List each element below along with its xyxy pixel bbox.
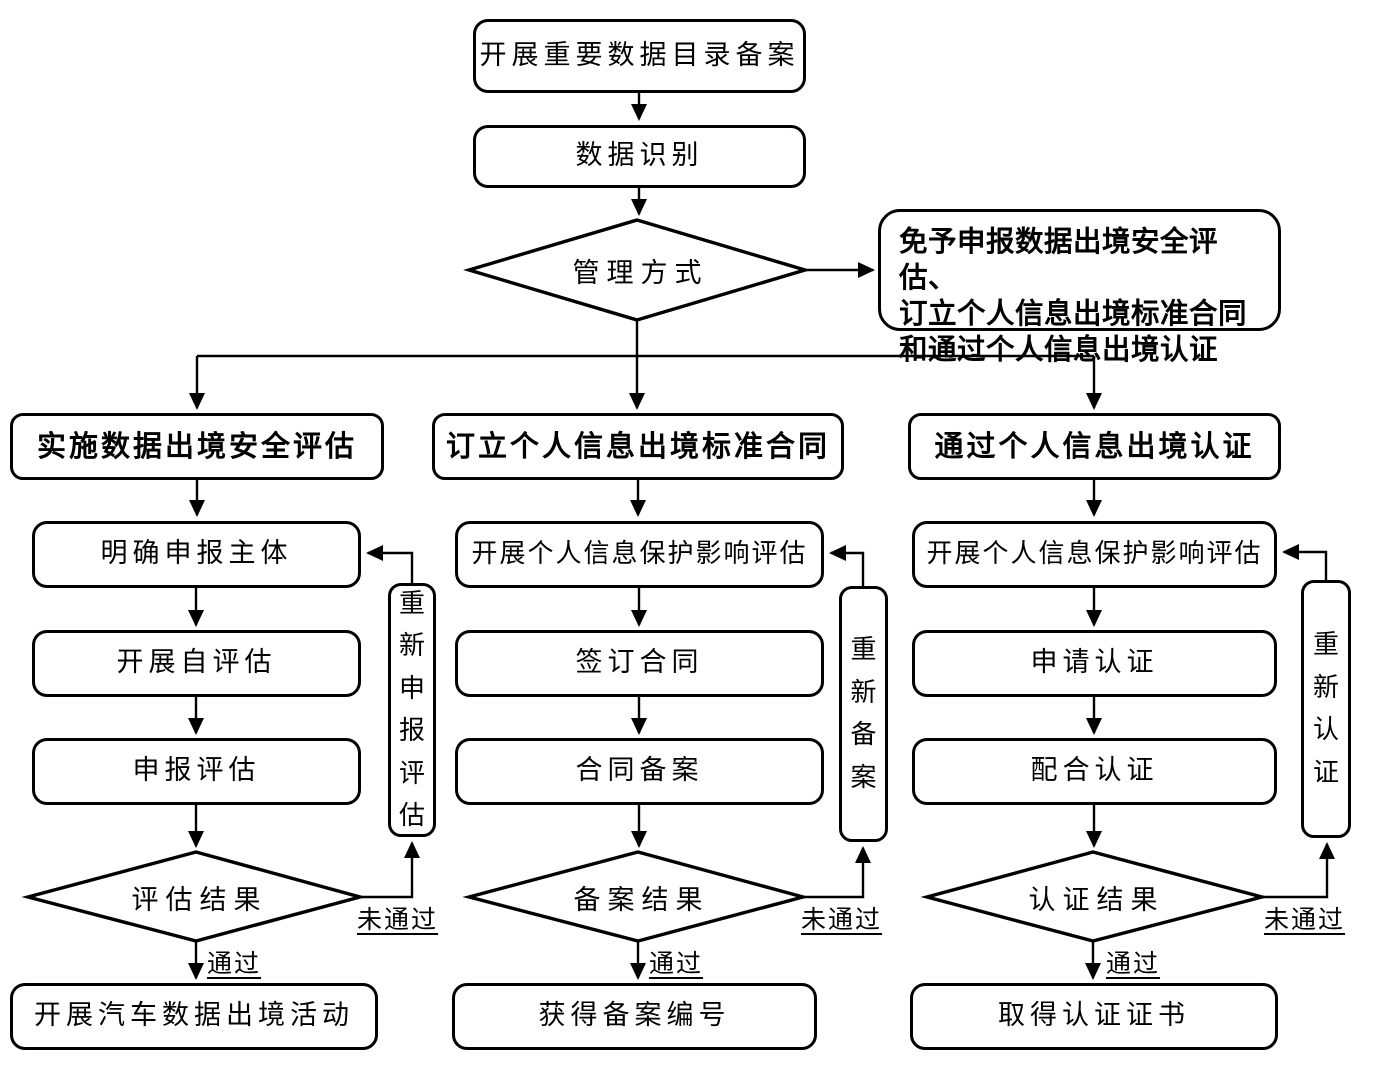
node-col3-outcome: 取得认证证书 bbox=[910, 983, 1278, 1050]
node-col2-step2: 签订合同 bbox=[455, 630, 824, 697]
node-col3-retry: 重新认证 bbox=[1301, 580, 1351, 838]
node-col1-step1: 明确申报主体 bbox=[32, 521, 361, 588]
decision-main-label: 管理方式 bbox=[572, 257, 709, 289]
decision-1-shape bbox=[21, 850, 367, 943]
col3-fail-label: 未通过 bbox=[1264, 905, 1346, 934]
arrows-column-2 bbox=[630, 480, 871, 980]
col2-fail-label: 未通过 bbox=[801, 905, 883, 934]
node-col2-header: 订立个人信息出境标准合同 bbox=[432, 413, 844, 480]
node-exemption: 免予申报数据出境安全评估、 订立个人信息出境标准合同 和通过个人信息出境认证 bbox=[878, 209, 1281, 366]
node-col1-outcome: 开展汽车数据出境活动 bbox=[10, 983, 378, 1050]
node-start: 开展重要数据目录备案 bbox=[473, 19, 806, 93]
exemption-line-1: 免予申报数据出境安全评估、 bbox=[899, 225, 1219, 294]
node-col3-step2: 申请认证 bbox=[912, 630, 1277, 697]
decision-3-shape bbox=[920, 850, 1269, 943]
node-col1-step3: 申报评估 bbox=[32, 738, 361, 805]
col2-retry-label: 重新备案 bbox=[850, 635, 877, 793]
col3-retry-label: 重新认证 bbox=[1312, 630, 1339, 788]
node-data-identify: 数据识别 bbox=[473, 125, 806, 188]
node-col2-step3: 合同备案 bbox=[455, 738, 824, 805]
exemption-line-2: 订立个人信息出境标准合同 bbox=[899, 297, 1248, 330]
decision-2-label: 备案结果 bbox=[573, 884, 710, 916]
node-col1-header: 实施数据出境安全评估 bbox=[10, 413, 384, 480]
arrows-column-1 bbox=[188, 480, 420, 980]
node-col2-retry: 重新备案 bbox=[839, 586, 888, 842]
node-col2-outcome: 获得备案编号 bbox=[452, 983, 817, 1050]
decision-3-label: 认证结果 bbox=[1028, 884, 1165, 916]
col1-fail-label: 未通过 bbox=[357, 905, 439, 934]
node-col2-step1: 开展个人信息保护影响评估 bbox=[455, 521, 824, 588]
col2-pass-label: 通过 bbox=[649, 949, 704, 978]
col3-pass-label: 通过 bbox=[1106, 949, 1161, 978]
exemption-line-3: 和通过个人信息出境认证 bbox=[899, 333, 1219, 366]
node-col3-header: 通过个人信息出境认证 bbox=[908, 413, 1281, 480]
node-col3-step1: 开展个人信息保护影响评估 bbox=[912, 521, 1277, 588]
col1-retry-label: 重新申报评估 bbox=[398, 588, 425, 832]
node-col1-step2: 开展自评估 bbox=[32, 630, 361, 697]
decision-1-label: 评估结果 bbox=[131, 884, 268, 916]
col1-pass-label: 通过 bbox=[207, 949, 262, 978]
arrows-main bbox=[189, 93, 1102, 410]
node-col3-step3: 配合认证 bbox=[912, 738, 1277, 805]
decision-2-shape bbox=[462, 850, 810, 943]
decision-main-shape bbox=[463, 218, 811, 322]
node-col1-retry: 重新申报评估 bbox=[388, 583, 436, 837]
arrows-column-3 bbox=[1085, 480, 1335, 980]
